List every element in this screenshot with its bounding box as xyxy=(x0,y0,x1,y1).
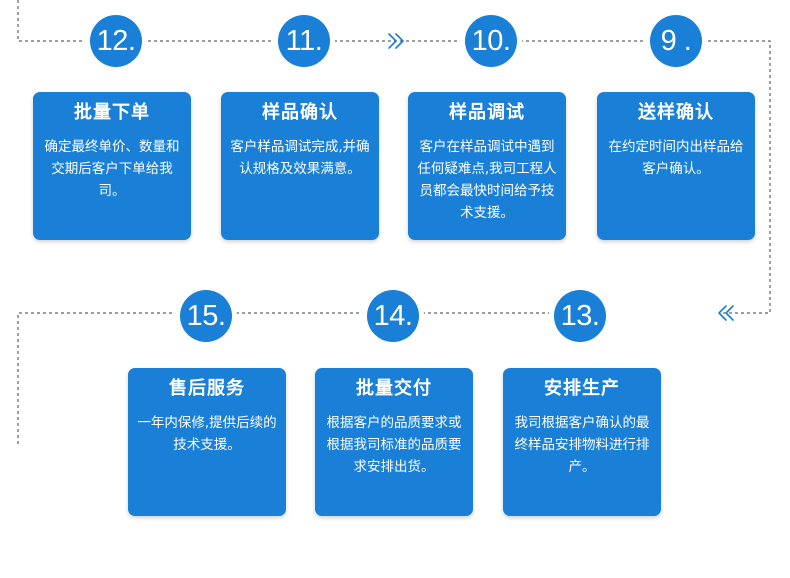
step-card-12: 批量下单 确定最终单价、数量和交期后客户下单给我司。 xyxy=(33,92,191,240)
step-title: 安排生产 xyxy=(544,378,620,399)
step-card-10: 样品调试 客户在样品调试中遇到任何疑难点,我司工程人员都会最快时间给予技术支援。 xyxy=(408,92,566,240)
step-14-number: 14. xyxy=(367,290,419,342)
step-title: 样品确认 xyxy=(262,102,338,123)
step-description: 客户在样品调试中遇到任何疑难点,我司工程人员都会最快时间给予技术支援。 xyxy=(417,139,557,221)
step-11-number: 11. xyxy=(278,15,330,67)
step-15-number: 15. xyxy=(180,290,232,342)
step-title: 批量交付 xyxy=(356,378,432,399)
step-title: 样品调试 xyxy=(449,102,525,123)
step-card-11: 样品确认 客户样品调试完成,并确认规格及效果满意。 xyxy=(221,92,379,240)
step-card-13: 安排生产 我司根据客户确认的最终样品安排物料进行排产。 xyxy=(503,368,661,516)
step-9-number: 9 . xyxy=(650,15,702,67)
step-title: 送样确认 xyxy=(638,102,714,123)
step-title: 售后服务 xyxy=(169,378,245,399)
step-description: 一年内保修,提供后续的技术支援。 xyxy=(137,415,277,453)
step-13-number: 13. xyxy=(554,290,606,342)
double-chevron-right-icon xyxy=(388,33,404,49)
connector-top-left xyxy=(17,0,90,42)
step-description: 在约定时间内出样品给客户确认。 xyxy=(608,139,744,177)
step-10-number: 10. xyxy=(465,15,517,67)
step-card-14: 批量交付 根据客户的品质要求或根据我司标准的品质要求安排出货。 xyxy=(315,368,473,516)
step-12-number: 12. xyxy=(90,15,142,67)
step-title: 批量下单 xyxy=(74,102,150,123)
step-description: 我司根据客户确认的最终样品安排物料进行排产。 xyxy=(514,415,650,475)
step-description: 根据客户的品质要求或根据我司标准的品质要求安排出货。 xyxy=(326,415,462,475)
step-description: 客户样品调试完成,并确认规格及效果满意。 xyxy=(230,139,370,177)
step-card-9: 送样确认 在约定时间内出样品给客户确认。 xyxy=(597,92,755,240)
connector-bottom-left xyxy=(17,312,178,446)
double-chevron-left-icon xyxy=(718,305,734,321)
connector-right-loop xyxy=(708,40,771,314)
step-card-15: 售后服务 一年内保修,提供后续的技术支援。 xyxy=(128,368,286,516)
step-description: 确定最终单价、数量和交期后客户下单给我司。 xyxy=(44,139,180,199)
